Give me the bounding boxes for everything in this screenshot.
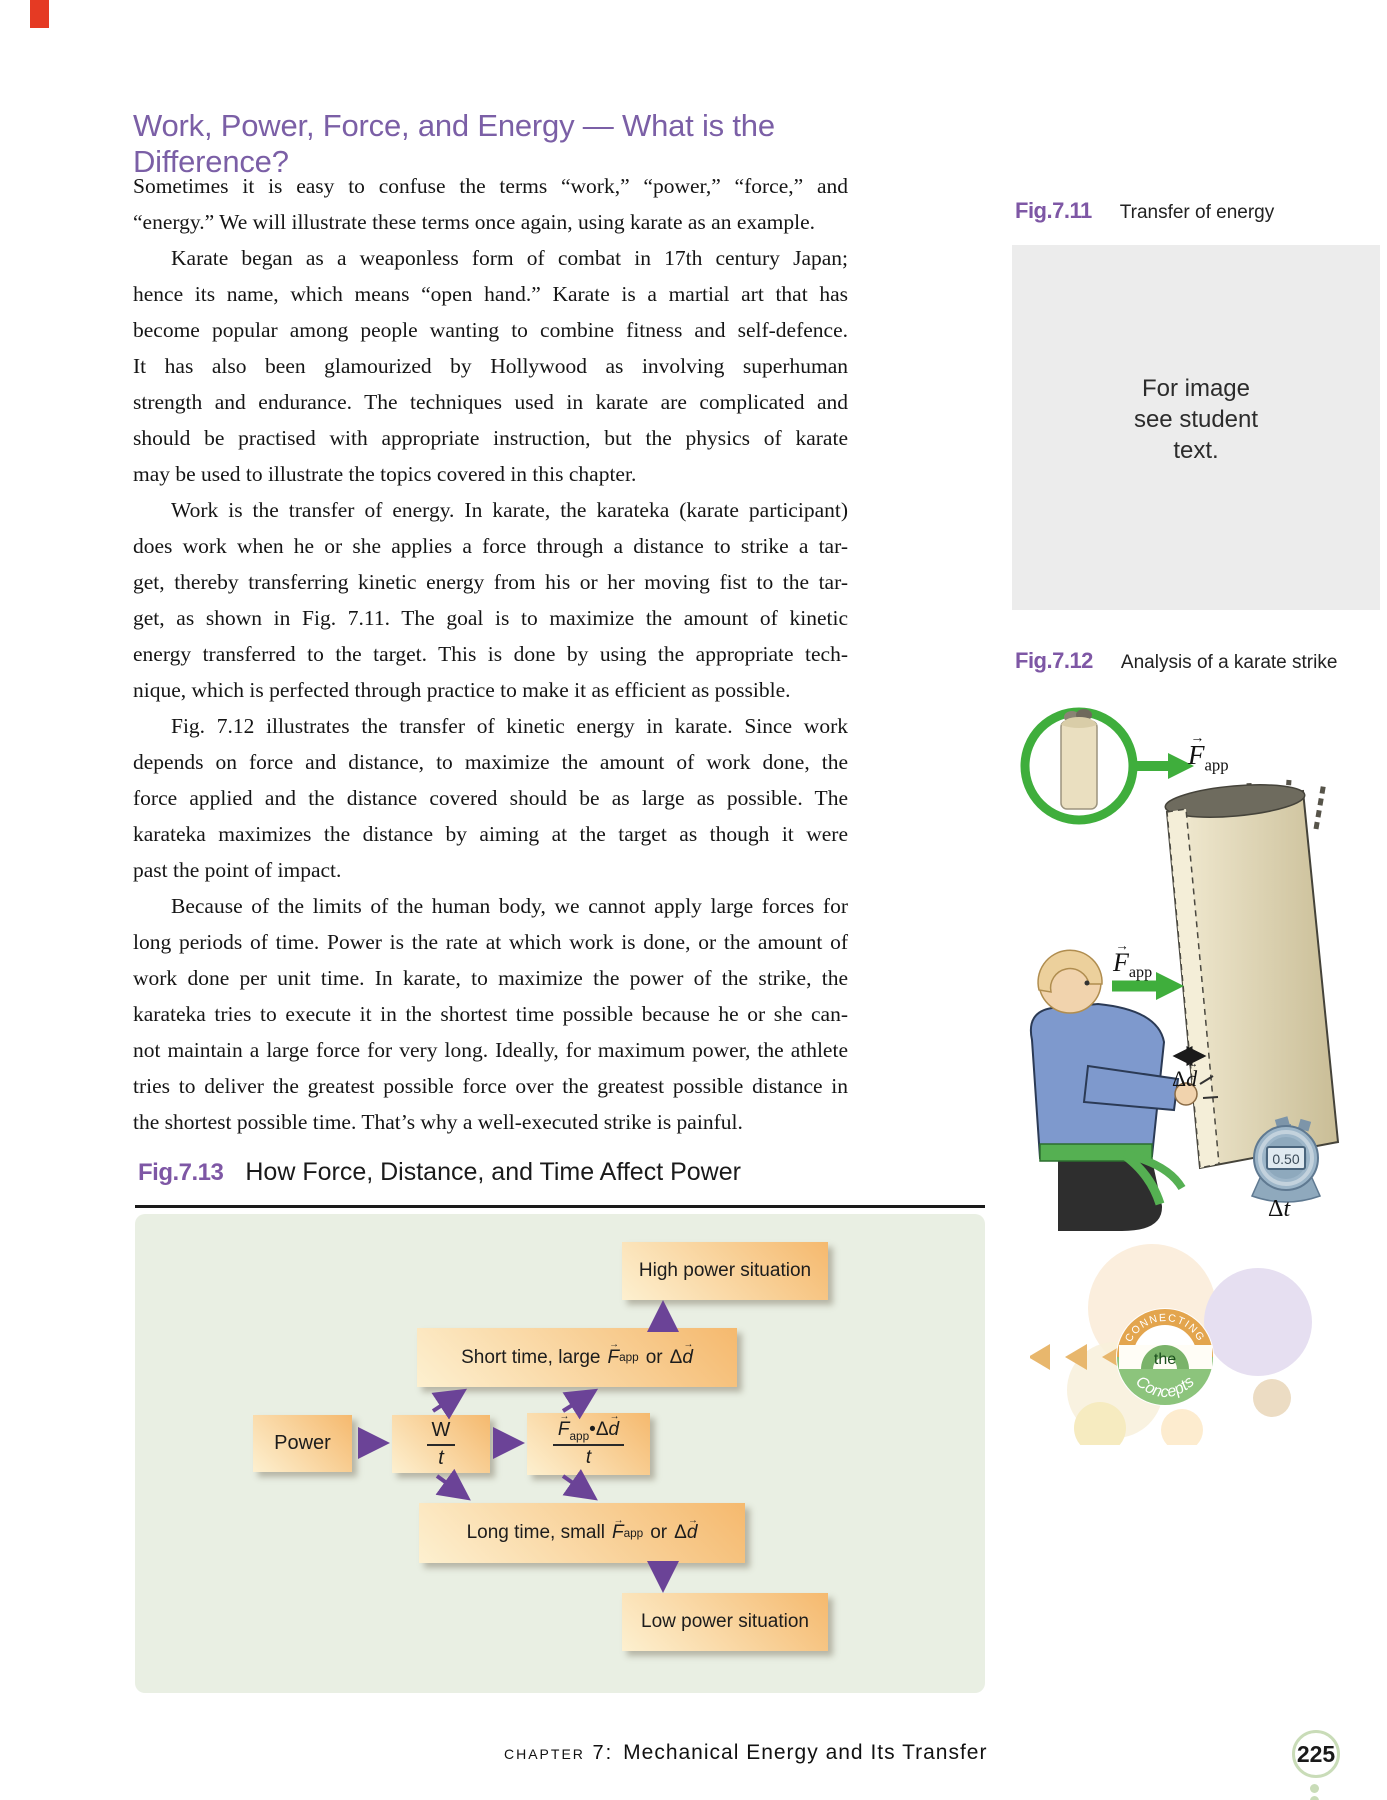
connecting-concepts-logo: CONNECTING the Concepts (1030, 1244, 1312, 1445)
text-line: the shortest possible time. That’s why a… (133, 1110, 743, 1134)
flow-box-force-distance-over-time: Fapp•Δd t (527, 1413, 650, 1475)
text-line: Fig. 7.12 illustrates the transfer of ki… (171, 714, 848, 738)
text-line: karateka maximizes the distance by aimin… (133, 822, 848, 846)
text-line: depends on force and distance, to maximi… (133, 750, 848, 774)
figure-7-11-header: Fig.7.11 Transfer of energy (1015, 198, 1274, 224)
text-line: past the point of impact. (133, 858, 342, 882)
figure-7-13-heading: Fig.7.13 How Force, Distance, and Time Af… (138, 1158, 741, 1187)
stopwatch-icon: 0.50 (1250, 1116, 1322, 1203)
text-line: karateka tries to execute it in the shor… (133, 1002, 848, 1026)
text-line: energy transferred to the target. This i… (133, 642, 848, 666)
text-line: work done per unit time. In karate, to m… (133, 966, 848, 990)
force-arrow-icon (1112, 972, 1184, 1000)
placeholder-line: For image (1141, 375, 1251, 402)
figure-7-12-label: Fig.7.12 (1015, 648, 1093, 673)
logo-text-mid: the (1154, 1351, 1176, 1368)
text-line: get, as shown in Fig. 7.11. The goal is … (133, 606, 848, 630)
karate-illustration: 0.50 (1020, 707, 1340, 1231)
f-app-label-top: Fapp (1188, 740, 1229, 775)
magnifier-circle (1020, 707, 1138, 825)
text-line: become popular among people wanting to c… (133, 318, 848, 342)
text-line: nique, which is perfected through practi… (133, 678, 791, 702)
page-edge-tab (30, 0, 49, 28)
page-number-badge: 225 (1292, 1730, 1340, 1778)
text-line: get, thereby transferring kinetic energy… (133, 570, 848, 594)
text-line: Work is the transfer of energy. In karat… (171, 498, 848, 522)
text-line: Sometimes it is easy to confuse the term… (133, 174, 848, 198)
footer-chapter: chapter 7: (504, 1742, 614, 1764)
force-arrow-icon (1136, 753, 1194, 779)
text-line: hence its name, which means “open hand.”… (133, 282, 848, 306)
flow-box-low-power: Low power situation (622, 1593, 828, 1651)
text-line: long periods of time. Power is the rate … (133, 930, 848, 954)
karateka-figure (1030, 949, 1219, 1231)
image-placeholder-box: For image see student text. (1012, 245, 1380, 610)
text-line: does work when he or she applies a force… (133, 534, 848, 558)
heading-rule (135, 1205, 985, 1208)
flow-box-high-power: High power situation (622, 1242, 828, 1300)
figure-7-12-header: Fig.7.12 Analysis of a karate strike (1015, 648, 1337, 674)
flow-box-short-time: Short time, largeFapporΔd (417, 1328, 737, 1387)
page-dot (1310, 1796, 1319, 1800)
text-line: It has also been glamourized by Hollywoo… (133, 354, 848, 378)
text-line: may be used to illustrate the topics cov… (133, 462, 637, 486)
stopwatch-display: 0.50 (1272, 1151, 1299, 1167)
text-line: tries to deliver the greatest possible f… (133, 1074, 848, 1098)
punching-bag (1164, 784, 1340, 1170)
figure-7-11-caption: Transfer of energy (1119, 202, 1275, 223)
text-line: Because of the limits of the human body,… (171, 894, 848, 918)
text-line: force applied and the distance covered s… (133, 786, 848, 810)
placeholder-line: text. (1173, 437, 1219, 464)
delta-d-label: Δd (1172, 1066, 1197, 1092)
body-text: Sometimes it is easy to confuse the term… (133, 168, 848, 1140)
logo-badge: CONNECTING the Concepts (1116, 1308, 1214, 1406)
text-line: not maintain a large force for very long… (133, 1038, 848, 1062)
delta-t-label: Δt (1268, 1196, 1291, 1222)
page-dot (1310, 1784, 1319, 1793)
footer-title: Mechanical Energy and Its Transfer (623, 1741, 988, 1764)
figure-7-11-label: Fig.7.11 (1015, 198, 1092, 223)
text-line: should be practised with appropriate ins… (133, 426, 848, 450)
section-title: Work, Power, Force, and Energy — What is… (133, 108, 775, 179)
figure-7-12-caption: Analysis of a karate strike (1120, 652, 1338, 673)
flow-box-long-time: Long time, smallFapporΔd (419, 1503, 745, 1563)
figure-7-13-caption: How Force, Distance, and Time Affect Pow… (245, 1158, 741, 1186)
placeholder-line: see student (1133, 406, 1259, 433)
makiwara-board (1060, 709, 1098, 810)
text-line: strength and endurance. The techniques u… (133, 390, 848, 414)
f-app-label-bottom: Fapp (1113, 948, 1152, 982)
flow-box-power: Power (253, 1415, 352, 1472)
text-line: Karate began as a weaponless form of com… (171, 246, 848, 270)
flowchart-arrows (358, 1300, 679, 1593)
text-line: “energy.” We will illustrate these terms… (133, 210, 816, 234)
figure-7-13-label: Fig.7.13 (138, 1159, 224, 1186)
footer: chapter 7: Mechanical Energy and Its Tran… (504, 1741, 987, 1765)
